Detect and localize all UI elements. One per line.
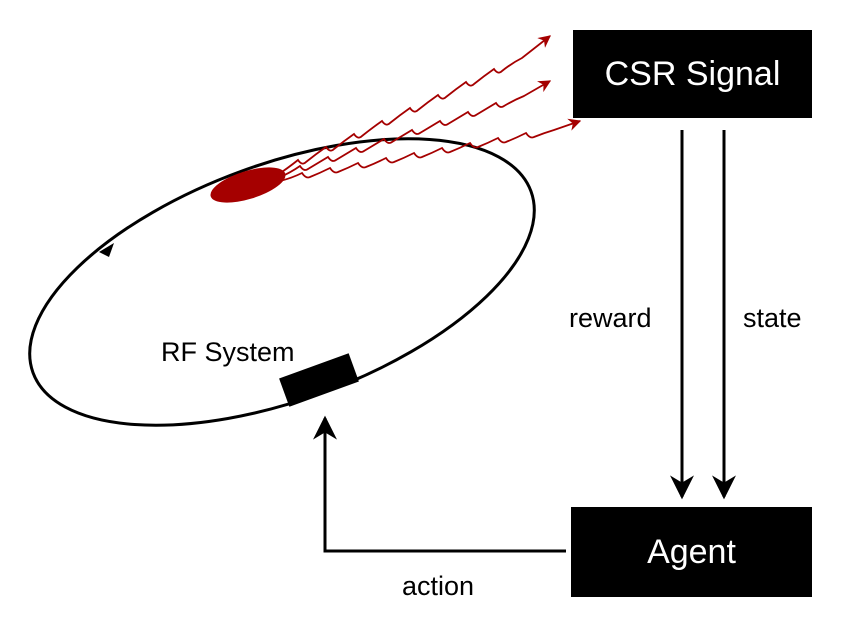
csr-signal-box: CSR Signal [573,30,812,118]
agent-label: Agent [647,532,736,571]
reward-label: reward [569,303,652,333]
action-label: action [402,571,475,601]
action-arrow [313,415,566,553]
rf-system-block [279,353,359,407]
electron-bunch [210,167,286,203]
csr-radiation-waves [275,35,582,182]
ring-direction-arrow [99,243,114,257]
storage-ring [28,137,536,427]
state-label: state [743,303,802,333]
agent-box: Agent [571,507,812,597]
csr-signal-label: CSR Signal [604,54,781,93]
rf-system-label: RF System [161,337,295,367]
